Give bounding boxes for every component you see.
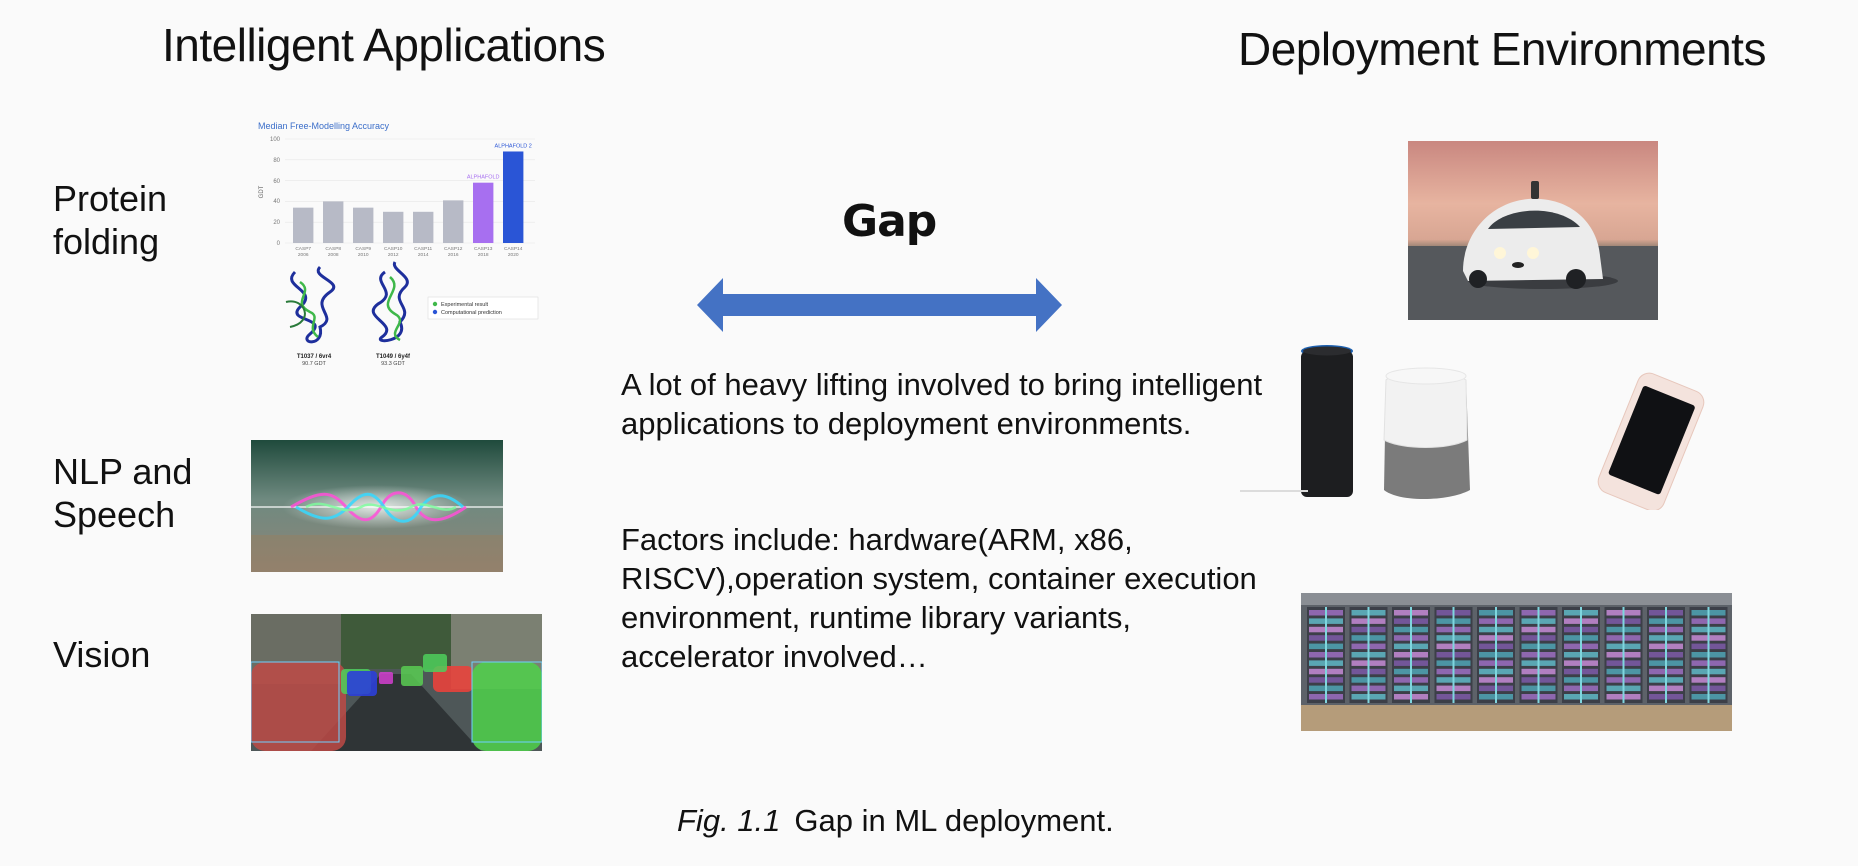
smartphone-icon [1597, 372, 1705, 510]
legend-computational: Computational prediction [441, 310, 502, 316]
alphafold2-annotation: ALPHAFOLD 2 [495, 143, 532, 149]
bar-casp9 [353, 207, 374, 243]
x-tick-label: CASP11 [414, 246, 432, 252]
ytick-20: 20 [273, 220, 280, 226]
edge-devices-image [1240, 345, 1705, 510]
legend-computational-swatch [432, 309, 438, 315]
x-tick-label: CASP9 [355, 246, 371, 252]
protein-a-id: T1037 / 6vr4 [297, 354, 332, 360]
x-tick-label: 2006 [298, 252, 309, 258]
nlp-speech-label: NLP and Speech [53, 450, 192, 536]
bar-casp13 [473, 182, 494, 243]
self-driving-car-image [1408, 141, 1658, 320]
x-tick-label: CASP12 [444, 246, 463, 252]
protein-structure-b-icon [371, 261, 409, 343]
x-tick-label: CASP7 [295, 246, 311, 252]
left-heading: Intelligent Applications [162, 19, 606, 71]
speech-waveform-image [251, 440, 503, 572]
x-tick-label: CASP13 [474, 246, 493, 252]
y-axis-ticks: 100 80 60 40 20 0 [270, 137, 281, 247]
smart-speaker-echo-icon [1301, 345, 1353, 497]
structure-legend [427, 296, 539, 320]
x-tick-label: 2010 [358, 252, 369, 258]
ytick-100: 100 [270, 137, 281, 143]
protein-label-line1: Protein [53, 178, 168, 219]
chart-title: Median Free-Modelling Accuracy [258, 121, 390, 131]
x-tick-label: 2008 [328, 252, 339, 258]
datacenter-servers-image [1301, 593, 1732, 731]
bar-casp11 [413, 211, 434, 243]
x-tick-label: 2018 [478, 252, 489, 258]
bar-casp12 [443, 200, 464, 243]
chart-ylabel: GDT [259, 185, 265, 198]
protein-chart: Median Free-Modelling Accuracy GDT 100 8… [258, 121, 539, 367]
bar-casp7 [293, 207, 314, 243]
x-tick-label: CASP10 [384, 246, 403, 252]
protein-folding-label: Protein folding [53, 177, 167, 263]
description-paragraph: A lot of heavy lifting involved to bring… [621, 367, 1263, 441]
x-tick-label: CASP14 [504, 246, 523, 252]
figure-number: Fig. 1.1 [677, 803, 781, 838]
ytick-0: 0 [277, 241, 281, 247]
chart-bars [293, 151, 524, 243]
nlp-label-line1: NLP and [53, 451, 193, 492]
figure-caption: Fig. 1.1 Gap in ML deployment. [677, 803, 1114, 839]
figure-caption-text: Gap in ML deployment. [794, 803, 1114, 838]
protein-a-gdt: 90.7 GDT [302, 361, 326, 367]
right-heading: Deployment Environments [1238, 23, 1766, 75]
bar-casp10 [383, 211, 404, 243]
ytick-40: 40 [273, 199, 280, 205]
bar-casp14 [503, 151, 524, 243]
nlp-label-line2: Speech [53, 494, 176, 535]
protein-structure-a-icon [285, 265, 336, 344]
factors-paragraph: Factors include: hardware(ARM, x86, RISC… [621, 522, 1257, 674]
x-tick-label: 2016 [448, 252, 459, 258]
protein-b-id: T1049 / 6y4f [376, 354, 411, 360]
ytick-80: 80 [273, 158, 280, 164]
smart-speaker-home-icon [1383, 367, 1470, 499]
chart-gridlines [285, 138, 535, 244]
protein-b-gdt: 93.3 GDT [381, 361, 405, 367]
vision-label: Vision [53, 634, 151, 675]
legend-experimental-swatch [432, 301, 438, 307]
alphafold-annotation: ALPHAFOLD [467, 175, 500, 181]
bar-casp8 [323, 201, 344, 243]
vision-segmentation-image [251, 614, 542, 751]
ytick-60: 60 [273, 179, 280, 185]
legend-experimental: Experimental result [441, 302, 489, 308]
x-tick-label: 2012 [388, 252, 399, 258]
x-tick-label: 2014 [418, 252, 429, 258]
x-tick-label: 2020 [508, 252, 519, 258]
x-tick-label: CASP8 [325, 246, 341, 252]
protein-label-line2: folding [53, 221, 160, 262]
double-arrow-icon [697, 278, 1062, 332]
gap-label: Gap [842, 196, 937, 247]
